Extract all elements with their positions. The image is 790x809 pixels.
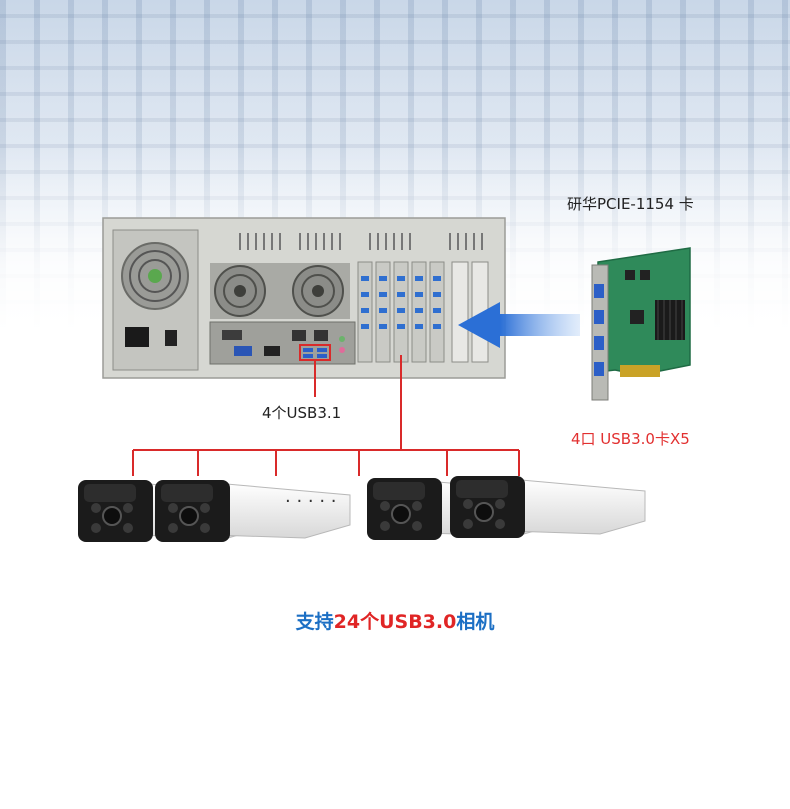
ellipsis: · · · · · — [285, 491, 337, 512]
insert-arrow — [458, 302, 580, 348]
pcie-card — [591, 247, 691, 401]
caption-part-2: 24个USB3.0 — [333, 611, 457, 633]
pcie-card-label: 研华PCIE-1154 卡 — [567, 195, 694, 213]
connection-lines — [132, 355, 520, 476]
usb30-label: 4口 USB3.0卡X5 — [571, 430, 690, 448]
caption-part-3: 相机 — [456, 611, 495, 633]
camera-4 — [449, 475, 646, 539]
usb31-label: 4个USB3.1 — [262, 404, 342, 422]
caption-part-1: 支持 — [295, 611, 334, 633]
caption: 支持24个USB3.0相机 — [0, 607, 790, 634]
industrial-pc-chassis — [102, 217, 506, 379]
